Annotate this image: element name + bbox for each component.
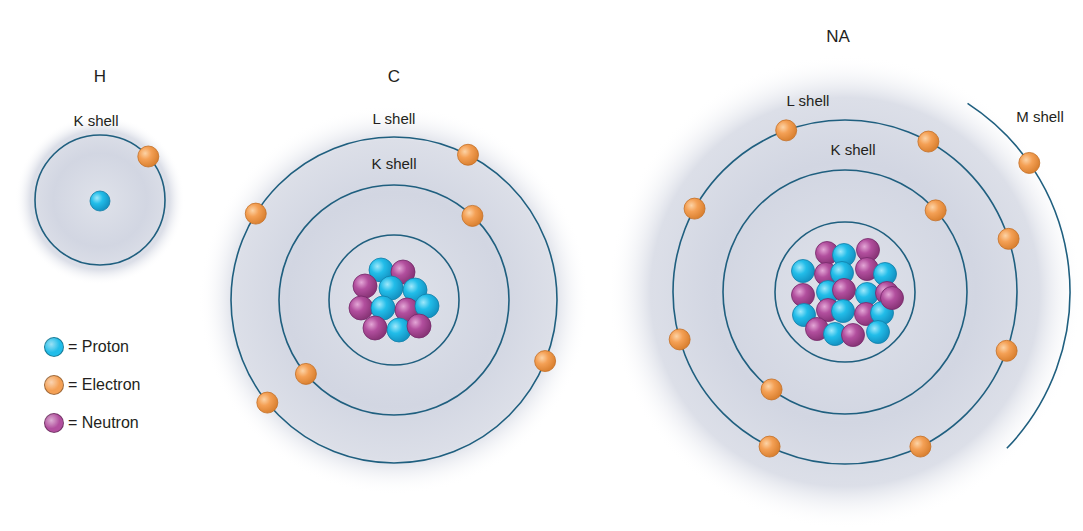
electron xyxy=(759,436,780,457)
electron xyxy=(458,144,479,165)
electron xyxy=(684,198,705,219)
shell-orbit xyxy=(723,170,967,414)
electron-cloud xyxy=(15,115,185,285)
neutron xyxy=(363,316,387,340)
shell-label: K shell xyxy=(830,141,875,159)
shell-orbit xyxy=(231,137,557,463)
shell-orbit-arc xyxy=(968,103,1070,448)
electron xyxy=(535,351,556,372)
shell-label: M shell xyxy=(1016,108,1064,126)
legend-swatch xyxy=(44,375,64,395)
electron xyxy=(918,131,939,152)
electron xyxy=(1019,152,1040,173)
legend-text: = Electron xyxy=(68,375,140,394)
electron xyxy=(910,436,931,457)
legend-row: = Neutron xyxy=(44,411,139,435)
neutron xyxy=(833,279,856,302)
proton xyxy=(856,283,879,306)
proton xyxy=(832,300,855,323)
electron xyxy=(776,120,797,141)
shell-label: K shell xyxy=(371,155,416,173)
electron xyxy=(669,329,690,350)
electron xyxy=(295,363,316,384)
legend-text: = Neutron xyxy=(68,413,139,432)
shell-orbit xyxy=(279,185,509,415)
neutron xyxy=(792,284,815,307)
electron xyxy=(138,146,159,167)
shell-label: K shell xyxy=(73,112,118,130)
proton xyxy=(867,321,890,344)
proton xyxy=(90,191,110,211)
electron xyxy=(998,228,1019,249)
electron xyxy=(761,379,782,400)
legend-swatch xyxy=(44,413,64,433)
neutron xyxy=(349,296,373,320)
electron xyxy=(996,340,1017,361)
shell-label: L shell xyxy=(373,110,416,128)
shell-orbit xyxy=(775,222,915,362)
legend-row: = Proton xyxy=(44,335,129,359)
neutron xyxy=(881,287,904,310)
atom-model xyxy=(15,115,185,285)
electron xyxy=(257,392,278,413)
shell-orbit xyxy=(35,135,165,265)
proton xyxy=(792,260,815,283)
atom-model xyxy=(608,55,1082,529)
electron-cloud xyxy=(199,105,589,495)
electron xyxy=(925,200,946,221)
electron xyxy=(245,203,266,224)
element-symbol: H xyxy=(94,67,106,87)
element-symbol: NA xyxy=(826,27,850,47)
legend-row: = Electron xyxy=(44,373,140,397)
shell-label: L shell xyxy=(787,92,830,110)
neutron xyxy=(842,324,865,347)
element-symbol: C xyxy=(388,67,400,87)
neutron xyxy=(353,274,377,298)
legend-text: = Proton xyxy=(68,337,129,356)
neutron xyxy=(407,314,431,338)
electron-cloud xyxy=(608,55,1082,529)
shell-orbit xyxy=(329,235,459,365)
legend-swatch xyxy=(44,337,64,357)
electron xyxy=(462,205,483,226)
atom-model xyxy=(199,105,589,495)
shell-orbit xyxy=(673,120,1017,464)
